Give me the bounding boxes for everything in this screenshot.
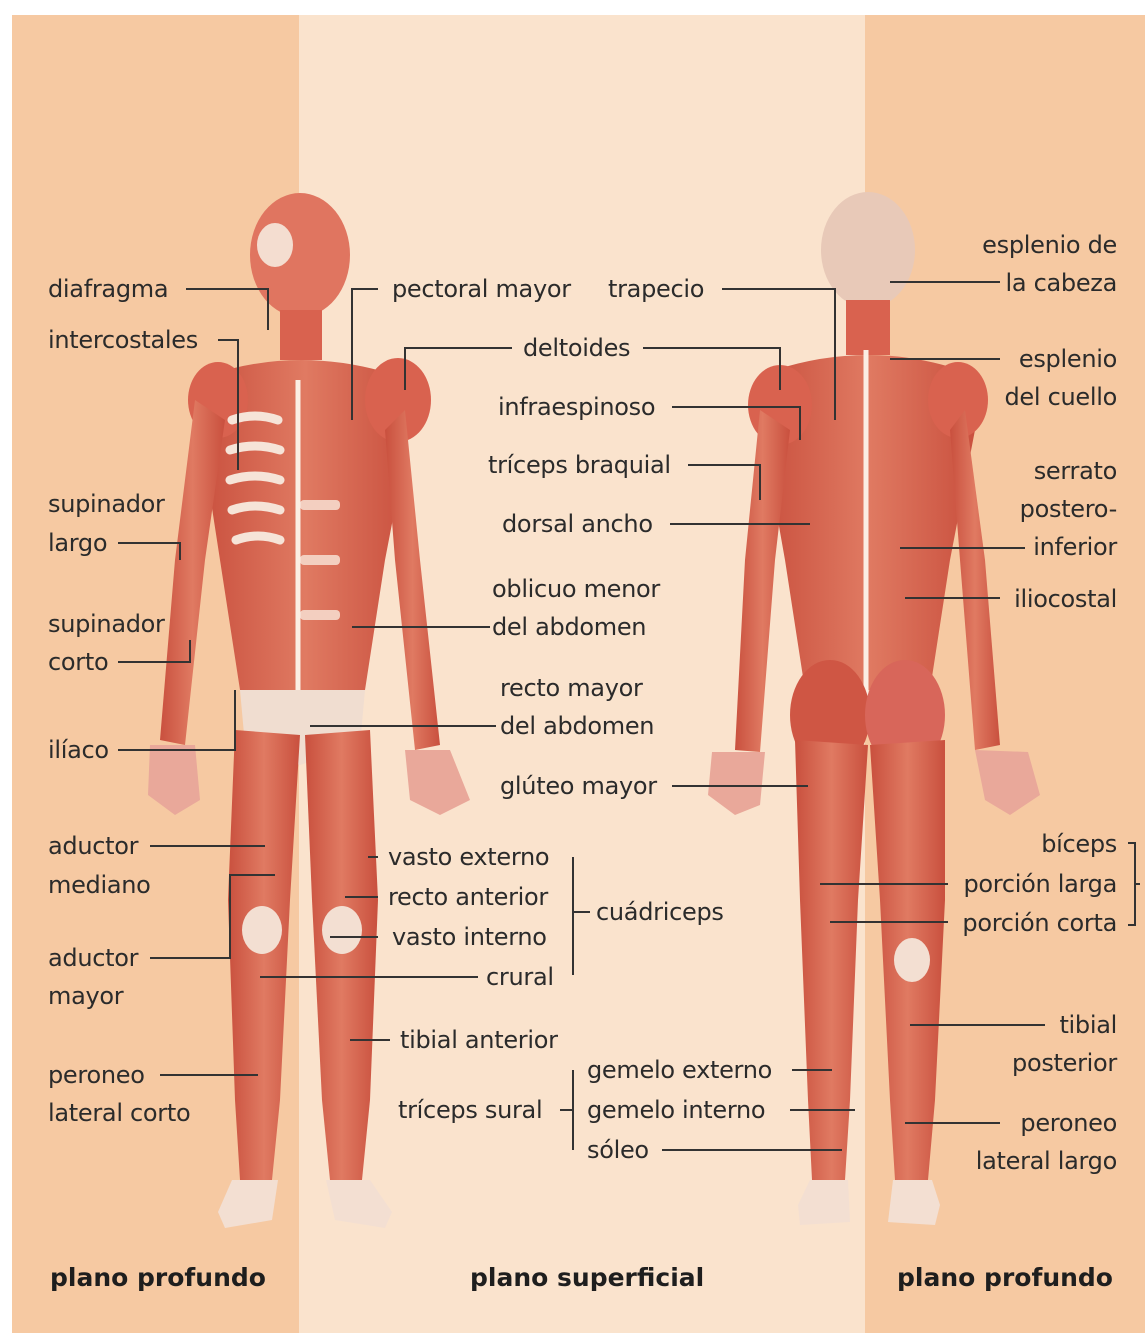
back-knee (894, 938, 930, 982)
label-oblicuo-line2: del abdomen (492, 608, 646, 646)
label-aductor-mayor-line1: aductor (48, 939, 138, 977)
front-right-arm (385, 410, 440, 750)
label-triceps-sural: tríceps sural (398, 1091, 542, 1129)
label-iliaco: ilíaco (48, 731, 109, 769)
label-gemelo-interno: gemelo interno (587, 1091, 765, 1129)
label-crural: crural (486, 958, 554, 996)
label-peroneo-corto-line1: peroneo (48, 1056, 145, 1094)
label-diafragma: diafragma (48, 270, 168, 308)
label-serrato-line2: postero- (1020, 490, 1117, 528)
label-vasto-externo: vasto externo (388, 838, 549, 876)
label-tibial-posterior-line2: posterior (1012, 1044, 1117, 1082)
back-left-foot (798, 1180, 850, 1225)
label-supinador-corto-line2: corto (48, 643, 108, 681)
label-soleo: sóleo (587, 1131, 649, 1169)
label-aductor-mediano-line1: aductor (48, 827, 138, 865)
label-supinador-corto-line1: supinador (48, 605, 165, 643)
caption-plano-profundo-right: plano profundo (897, 1263, 1113, 1292)
label-vasto-interno: vasto interno (392, 918, 547, 956)
label-esplenio-cuello-line2: del cuello (1005, 378, 1118, 416)
label-aductor-mayor-line2: mayor (48, 977, 123, 1015)
back-right-hand (975, 750, 1040, 815)
front-right-leg (305, 730, 378, 1180)
label-intercostales: intercostales (48, 321, 198, 359)
label-porcion-corta: porción corta (962, 904, 1117, 942)
label-pectoral-mayor: pectoral mayor (392, 270, 571, 308)
label-triceps-braquial: tríceps braquial (488, 446, 671, 484)
back-right-foot (888, 1180, 940, 1225)
label-esplenio-cuello-line1: esplenio (1019, 340, 1117, 378)
front-right-hand (405, 750, 470, 815)
front-right-knee (322, 906, 362, 954)
label-dorsal-ancho: dorsal ancho (502, 505, 653, 543)
label-tibial-anterior: tibial anterior (400, 1021, 558, 1059)
back-right-arm (950, 410, 1000, 750)
front-left-arm (160, 400, 225, 745)
label-recto-anterior: recto anterior (388, 878, 548, 916)
label-serrato-line3: inferior (1033, 528, 1117, 566)
label-cuadriceps: cuádriceps (596, 893, 724, 931)
label-deltoides: deltoides (523, 329, 630, 367)
back-left-arm (735, 410, 790, 752)
label-aductor-mediano-line2: mediano (48, 866, 151, 904)
front-left-knee (242, 906, 282, 954)
caption-plano-superficial: plano superficial (470, 1263, 704, 1292)
label-iliocostal: iliocostal (1014, 580, 1117, 618)
front-left-foot (218, 1180, 278, 1228)
back-left-leg (795, 740, 868, 1180)
label-tibial-posterior-line1: tibial (1059, 1006, 1117, 1044)
back-neck (846, 300, 890, 355)
label-supinador-largo-line1: supinador (48, 485, 165, 523)
label-peroneo-largo-line1: peroneo (1020, 1104, 1117, 1142)
label-gemelo-externo: gemelo externo (587, 1051, 772, 1089)
label-biceps: bíceps (1041, 825, 1117, 863)
label-serrato-line1: serrato (1034, 452, 1117, 490)
back-left-hand (708, 752, 765, 815)
label-trapecio: trapecio (608, 270, 704, 308)
skull-half (257, 223, 293, 267)
front-left-hand (148, 745, 200, 815)
label-esplenio-cabeza-line2: la cabeza (1005, 264, 1117, 302)
label-gluteo-mayor: glúteo mayor (500, 767, 657, 805)
front-right-foot (326, 1180, 392, 1228)
label-peroneo-largo-line2: lateral largo (976, 1142, 1117, 1180)
label-recto-mayor-line1: recto mayor (500, 669, 643, 707)
label-esplenio-cabeza-line1: esplenio de (982, 226, 1117, 264)
label-porcion-larga: porción larga (963, 865, 1117, 903)
front-neck (280, 310, 322, 360)
label-supinador-largo-line2: largo (48, 524, 107, 562)
caption-plano-profundo-left: plano profundo (50, 1263, 266, 1292)
label-infraespinoso: infraespinoso (498, 388, 655, 426)
label-recto-mayor-line2: del abdomen (500, 707, 654, 745)
front-left-leg (228, 730, 300, 1180)
label-peroneo-corto-line2: lateral corto (48, 1094, 190, 1132)
label-oblicuo-line1: oblicuo menor (492, 570, 660, 608)
